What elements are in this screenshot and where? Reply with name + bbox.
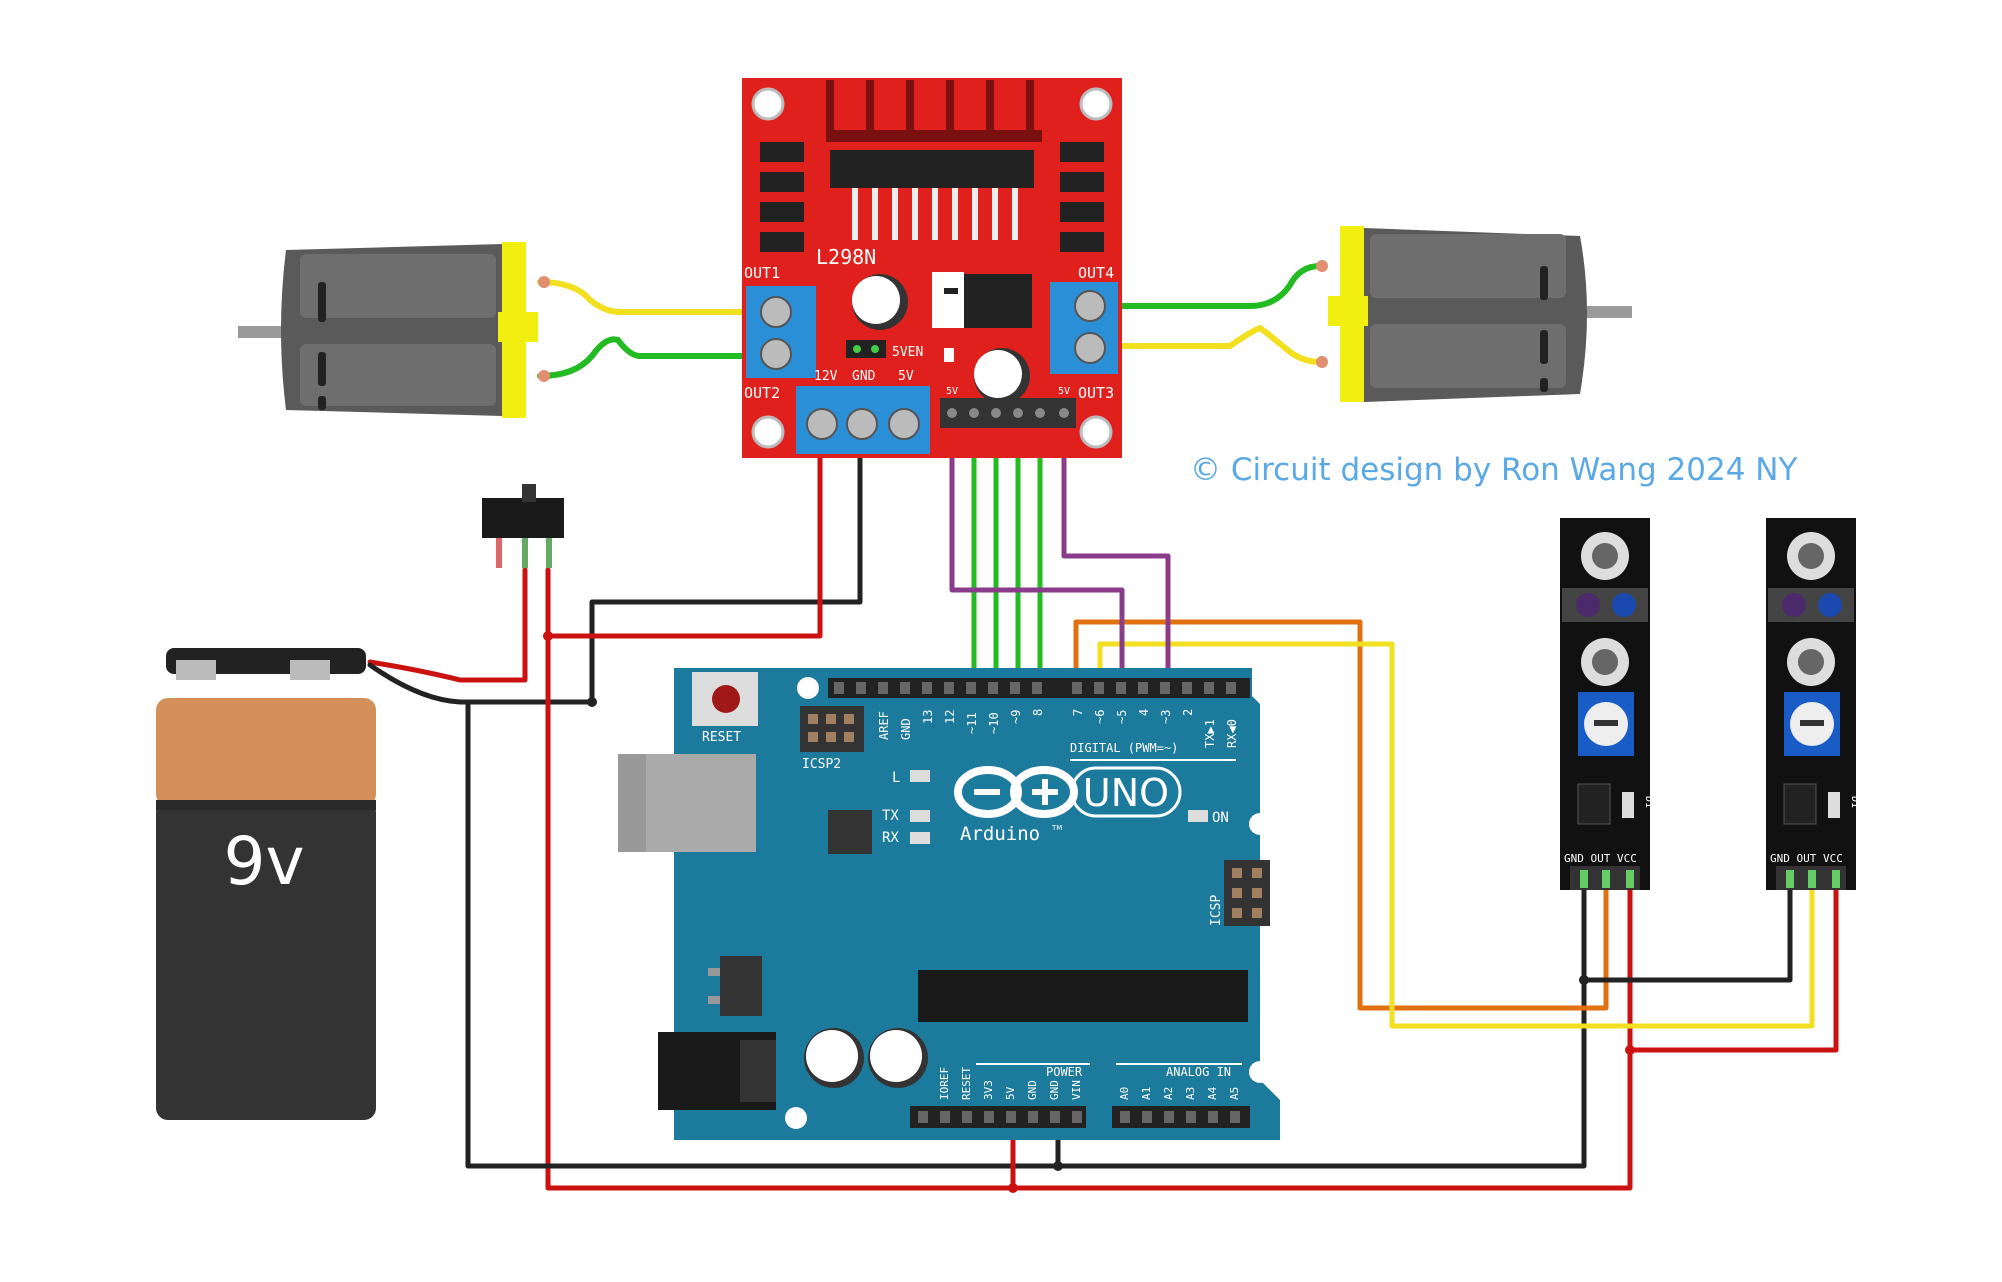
pin-a0: A0 <box>1118 1087 1131 1100</box>
junction-dots <box>543 631 1635 1193</box>
l298n-chip <box>830 150 1034 188</box>
pin-ioref: IOREF <box>938 1067 951 1100</box>
motor-right-lead-green <box>1115 263 1323 309</box>
arduino-tm: TM <box>1051 824 1062 832</box>
enable-label: 5VEN <box>892 345 923 360</box>
pin-8: 8 <box>1031 709 1045 716</box>
sensor1-vcc-wire <box>1627 887 1839 1053</box>
pin-5v-right: 5V <box>1058 386 1070 397</box>
pin-3v3: 3V3 <box>982 1080 995 1100</box>
led-rx-label: RX <box>882 830 899 846</box>
out4-label: OUT4 <box>1078 264 1114 282</box>
icsp-label: ICSP <box>1209 895 1224 926</box>
pin-a5: A5 <box>1228 1087 1241 1100</box>
black-bus-wire <box>465 699 1587 1169</box>
led-l-label: L <box>892 770 900 786</box>
terminal-out34 <box>1050 282 1118 374</box>
sensor2-gnd-wire <box>1581 887 1793 983</box>
sensor1-led-label: D1 <box>1643 796 1654 808</box>
out1-label: OUT1 <box>744 264 780 282</box>
arduino-logo <box>954 766 1078 818</box>
battery-red-lead <box>367 567 528 683</box>
pin-aref: AREF <box>877 711 891 740</box>
pin-6: ~6 <box>1093 710 1107 724</box>
power-header <box>910 1106 1086 1128</box>
sensor2-pins-label: GND OUT VCC <box>1770 852 1843 865</box>
icsp2-label: ICSP2 <box>802 757 841 772</box>
motor-left-lead-green <box>537 336 751 379</box>
heatsink <box>826 80 1042 142</box>
pin-rx0: RX◀0 <box>1225 719 1239 748</box>
pin-10: ~10 <box>987 712 1001 734</box>
atmega-chip <box>918 970 1248 1022</box>
pin-gnd-1: GND <box>1026 1080 1039 1100</box>
pin-a1: A1 <box>1140 1087 1153 1100</box>
pin-a4: A4 <box>1206 1086 1219 1100</box>
ena-wire <box>949 425 1125 695</box>
pin-9: ~9 <box>1009 710 1023 724</box>
motor-left <box>238 242 550 418</box>
terminal-out12 <box>746 286 816 378</box>
sensor2-out-wire <box>1097 641 1815 1029</box>
pin-2: 2 <box>1181 709 1195 716</box>
digital-label: DIGITAL (PWM=~) <box>1070 741 1178 755</box>
out3-label: OUT3 <box>1078 384 1114 402</box>
pin-3: ~3 <box>1159 710 1173 724</box>
wires <box>367 263 1839 1191</box>
led-tx-label: TX <box>882 808 899 824</box>
power-label-gnd: GND <box>852 369 876 384</box>
terminal-power <box>796 386 930 454</box>
pin-11: ~11 <box>965 712 979 734</box>
motor-right <box>1316 226 1632 402</box>
enb-wire <box>1061 425 1171 695</box>
pin-5: ~5 <box>1115 710 1129 724</box>
sensor1-pins-label: GND OUT VCC <box>1564 852 1637 865</box>
ir-sensor-1: D1 GND OUT VCC <box>1560 518 1654 890</box>
battery-label: 9v <box>223 823 304 900</box>
power-label: POWER <box>1046 1065 1083 1079</box>
motor-right-lead-yellow <box>1115 325 1323 365</box>
pin-5v-left: 5V <box>946 386 958 397</box>
pin-gnd-2: GND <box>1048 1080 1061 1100</box>
power-label-12v: 12V <box>814 369 838 384</box>
power-switch[interactable] <box>482 484 564 568</box>
chip-label: L298N <box>816 245 876 269</box>
input-header <box>940 398 1076 428</box>
pin-a3: A3 <box>1184 1087 1197 1100</box>
battery-black-lead <box>367 453 863 705</box>
pin-tx1: TX▶1 <box>1203 719 1217 748</box>
pin-gnd: GND <box>899 718 913 740</box>
arduino-uno: RESET ICSP2 <box>618 668 1280 1140</box>
power-label-5v: 5V <box>898 369 914 384</box>
pin-7: 7 <box>1071 709 1085 716</box>
pin-vin: VIN <box>1070 1080 1083 1100</box>
reset-label: RESET <box>702 730 741 745</box>
pin-13: 13 <box>921 710 935 724</box>
out2-label: OUT2 <box>744 384 780 402</box>
analog-header <box>1112 1106 1250 1128</box>
copyright-text: © Circuit design by Ron Wang 2024 NY <box>1190 452 1798 488</box>
reset-button[interactable] <box>692 672 758 726</box>
sensor2-led-label: D1 <box>1849 796 1860 808</box>
pin-a2: A2 <box>1162 1087 1175 1100</box>
uno-label: UNO <box>1083 771 1169 815</box>
battery-9v: 9v <box>156 648 376 1120</box>
analog-label: ANALOG IN <box>1166 1065 1231 1079</box>
switch-to-12v-wire <box>545 453 823 639</box>
red-bus-wire <box>545 633 1633 1191</box>
sensor1-out-wire <box>1073 619 1609 1011</box>
pin-reset: RESET <box>960 1067 973 1100</box>
pin-5v: 5V <box>1004 1086 1017 1100</box>
l298n-driver: L298N 5VEN OUT1 OUT2 OUT <box>742 78 1122 458</box>
pin-4: 4 <box>1137 709 1151 716</box>
arduino-logo-text: Arduino <box>960 823 1040 845</box>
ir-sensor-2: D1 GND OUT VCC <box>1766 518 1860 890</box>
motor-left-lead-yellow <box>537 279 751 315</box>
pin-12: 12 <box>943 710 957 724</box>
on-label: ON <box>1212 810 1229 826</box>
